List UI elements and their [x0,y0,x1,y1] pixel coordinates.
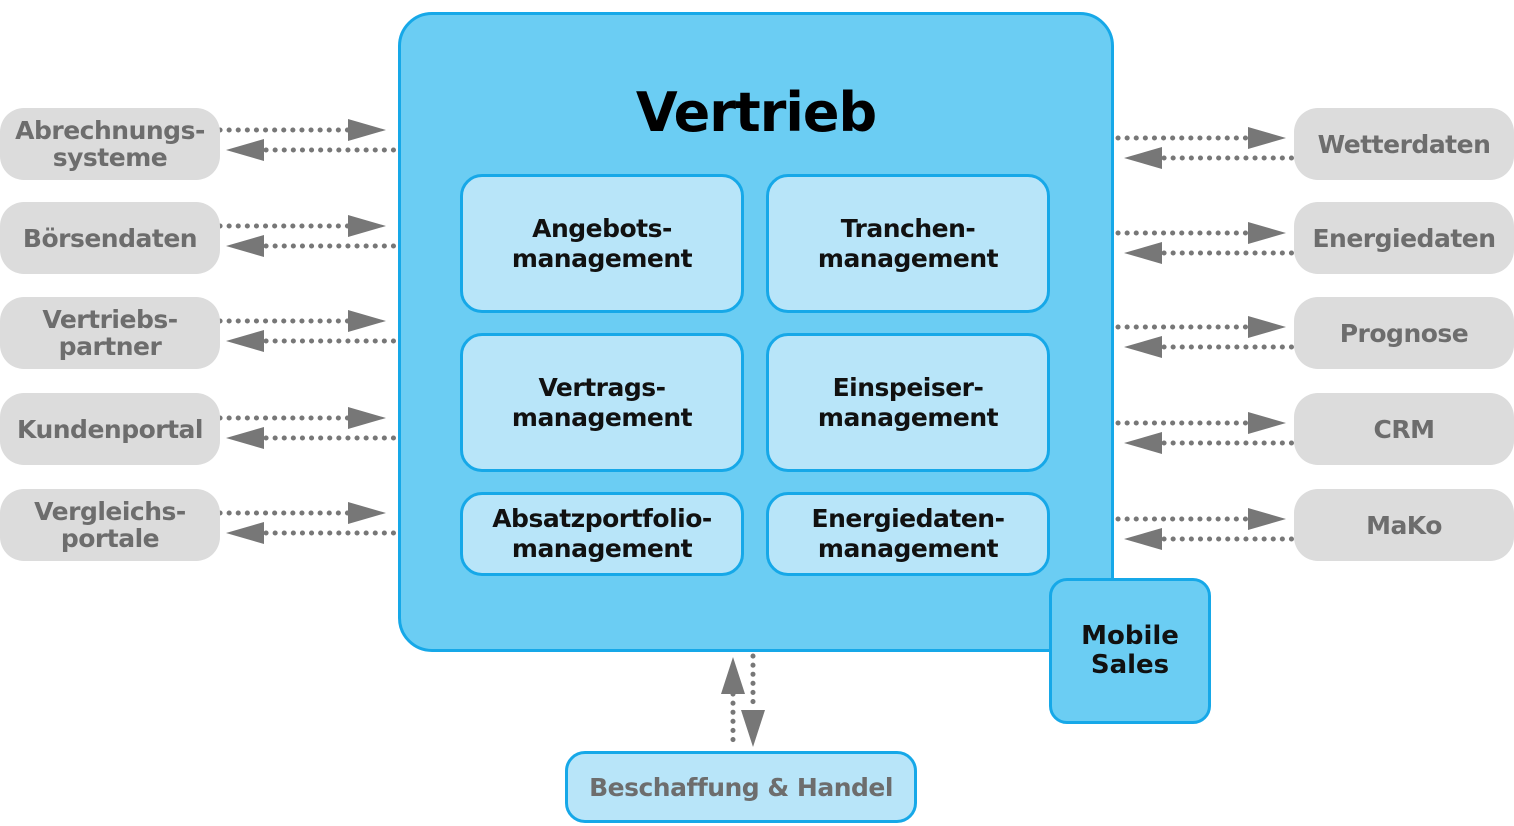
arrow-head [348,310,386,332]
arrow-head [226,235,264,257]
arrow-head [1124,242,1162,264]
arrow-head [1248,412,1286,434]
external-crm: CRM [1294,393,1514,465]
arrow-head [226,522,264,544]
module-energiedatenmanagement: Energiedaten- management [766,492,1050,576]
main-title: Vertrieb [635,81,877,144]
external-abrechnungssysteme: Abrechnungs- systeme [0,108,220,180]
module-angebotsmanagement: Angebots- management [460,174,744,313]
arrow-head [348,215,386,237]
arrow-head [1124,432,1162,454]
arrow-head [226,330,264,352]
mobile-sales-box: Mobile Sales [1049,578,1211,724]
module-tranchenmanagement: Tranchen- management [766,174,1050,313]
arrow-head [1248,127,1286,149]
external-vergleichsportale: Vergleichs- portale [0,489,220,561]
external-boersendaten: Börsendaten [0,202,220,274]
arrow-head [1124,147,1162,169]
external-energiedaten: Energiedaten [1294,202,1514,274]
external-kundenportal: Kundenportal [0,393,220,465]
arrow-head [721,657,745,694]
arrow-head [1248,316,1286,338]
module-vertragsmanagement: Vertrags- management [460,333,744,472]
external-prognose: Prognose [1294,297,1514,369]
arrow-head [348,407,386,429]
external-vertriebspartner: Vertriebs- partner [0,297,220,369]
arrow-head [1124,336,1162,358]
arrow-head [1124,528,1162,550]
arrow-head [348,119,386,141]
external-wetterdaten: Wetterdaten [1294,108,1514,180]
arrow-head [226,427,264,449]
arrow-head [1248,222,1286,244]
external-mako: MaKo [1294,489,1514,561]
arrow-head [1248,508,1286,530]
beschaffung-handel-box: Beschaffung & Handel [565,751,917,823]
arrow-head [348,502,386,524]
module-einspeisermanagement: Einspeiser- management [766,333,1050,472]
arrow-head [741,710,765,747]
arrow-head [226,139,264,161]
module-absatzportfoliomanagement: Absatzportfolio- management [460,492,744,576]
